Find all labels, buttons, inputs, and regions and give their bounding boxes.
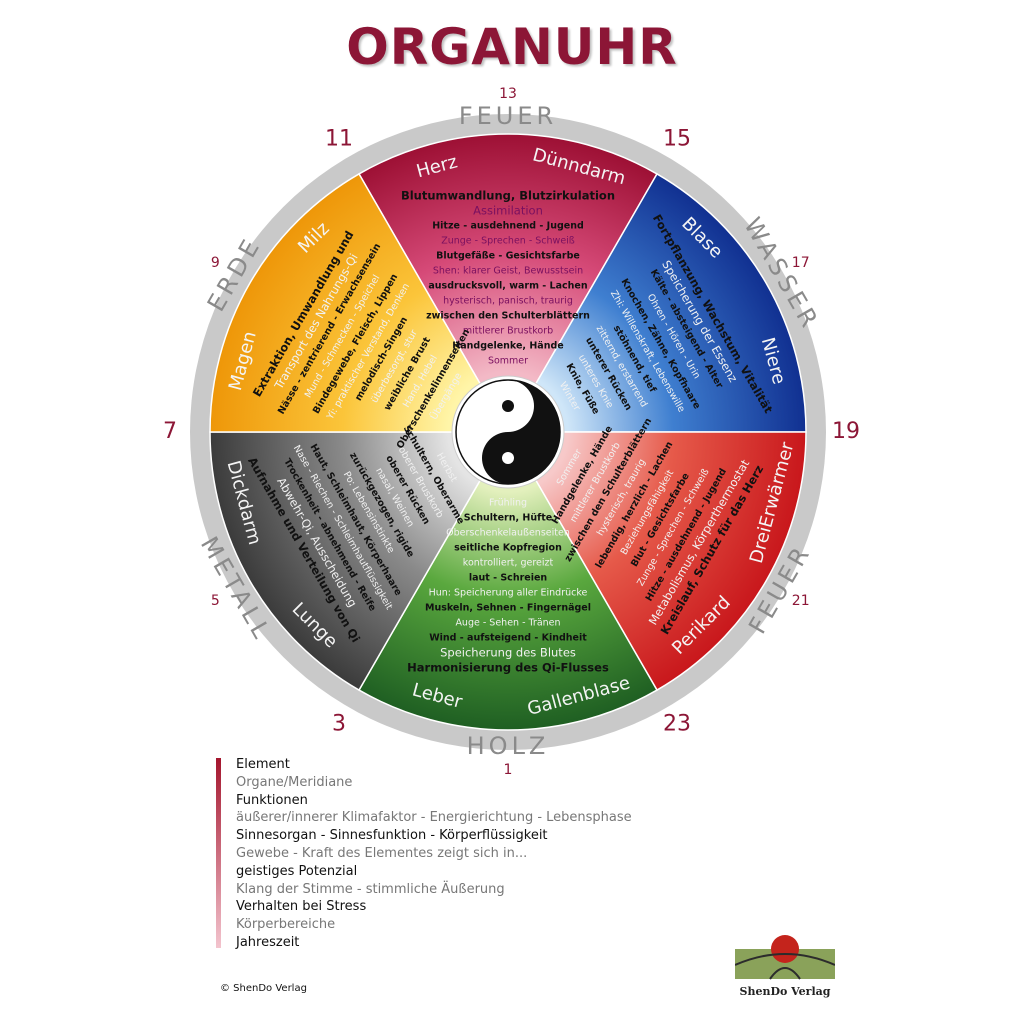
- legend-gradient-bar: [216, 758, 221, 948]
- shendo-logo-icon: [734, 935, 836, 980]
- function-line: Blutumwandlung, Blutzirkulation: [401, 189, 615, 203]
- hour-15: 15: [663, 126, 691, 151]
- legend-item: Gewebe - Kraft des Elementes zeigt sich …: [236, 845, 528, 861]
- function-line: Hun: Speicherung aller Eindrücke: [429, 588, 588, 599]
- hour-13: 13: [499, 86, 517, 102]
- legend-item: Körperbereiche: [236, 917, 336, 933]
- function-line: Harmonisierung des Qi-Flusses: [407, 661, 609, 675]
- function-line: Sommer: [488, 356, 528, 367]
- function-line: seitliche Kopfregion: [454, 543, 562, 554]
- sector-erde-5: [209, 172, 510, 433]
- hour-7: 7: [163, 419, 177, 444]
- page-title: ORGANUHR: [346, 18, 678, 76]
- hour-9: 9: [211, 255, 220, 271]
- legend-item: Funktionen: [236, 792, 308, 808]
- function-line: Oberschenkelaußenseiten: [446, 528, 570, 539]
- legend-item: Sinnesorgan - Sinnesfunktion - Körperflü…: [236, 828, 548, 844]
- function-line: Wind - aufsteigend - Kindheit: [429, 633, 587, 644]
- legend-item: Klang der Stimme - stimmliche Äußerung: [236, 881, 505, 897]
- function-line: Schultern, Hüfte: [464, 513, 552, 524]
- yin-yang-icon: [451, 375, 565, 489]
- hour-11: 11: [325, 126, 353, 151]
- sector-feuer-2: [506, 431, 807, 692]
- hour-1: 1: [504, 762, 513, 778]
- publisher-logo: ShenDo Verlag: [734, 935, 836, 1001]
- sector-metall-4: [209, 431, 510, 692]
- legend-item: geistiges Potenzial: [236, 863, 358, 879]
- sector-holz-3: [357, 430, 659, 731]
- hour-3: 3: [332, 712, 346, 737]
- function-line: Frühling: [489, 498, 527, 509]
- logo-text: ShenDo Verlag: [739, 985, 831, 998]
- function-line: kontrolliert, gereizt: [463, 558, 554, 569]
- sector-feuer-0: [357, 133, 659, 434]
- function-line: Zunge - Sprechen - Schweiß: [441, 236, 575, 247]
- function-line: Auge - Sehen - Tränen: [455, 618, 560, 629]
- legend-item: Organe/Meridiane: [236, 774, 353, 790]
- function-line: Hitze - ausdehnend - Jugend: [432, 221, 584, 232]
- element-name: HOLZ: [467, 732, 550, 760]
- function-line: Speicherung des Blutes: [440, 646, 576, 660]
- sector-wasser-1: [506, 172, 807, 433]
- function-line: zwischen den Schulterblättern: [426, 311, 590, 322]
- hour-17: 17: [792, 255, 810, 271]
- hour-19: 19: [832, 419, 860, 444]
- element-name: FEUER: [459, 102, 557, 130]
- function-line: Shen: klarer Geist, Bewusstsein: [433, 266, 583, 277]
- function-line: laut - Schreien: [469, 573, 548, 584]
- function-line: ausdrucksvoll, warm - Lachen: [428, 281, 587, 292]
- function-line: Blutgefäße - Gesichtsfarbe: [436, 251, 580, 262]
- function-line: Handgelenke, Hände: [452, 341, 563, 352]
- hour-5: 5: [211, 593, 220, 609]
- legend-item: Verhalten bei Stress: [236, 899, 367, 915]
- function-line: mittlerer Brustkorb: [463, 326, 553, 337]
- copyright: © ShenDo Verlag: [220, 983, 307, 994]
- hour-21: 21: [792, 593, 810, 609]
- legend-item: Element: [236, 757, 290, 772]
- legend-item: äußerer/innerer Klimafaktor - Energieric…: [236, 810, 632, 826]
- function-line: hysterisch, panisch, traurig: [443, 296, 573, 307]
- legend-item: Jahreszeit: [236, 934, 300, 950]
- function-line: Muskeln, Sehnen - Fingernägel: [425, 603, 591, 614]
- function-line: Assimilation: [473, 204, 543, 218]
- hour-23: 23: [663, 712, 691, 737]
